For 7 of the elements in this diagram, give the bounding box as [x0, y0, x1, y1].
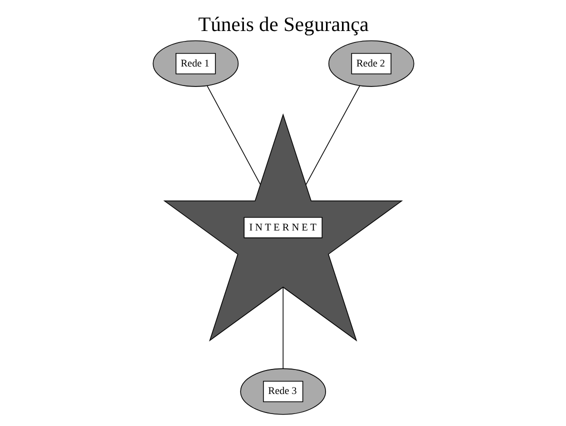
- connector: [305, 85, 360, 185]
- node-ellipse: Rede 2: [328, 40, 414, 87]
- connector: [206, 85, 260, 185]
- node-ellipse: Rede 1: [152, 40, 238, 87]
- connector: [282, 286, 283, 370]
- diagram-title: Túneis de Segurança: [198, 14, 368, 36]
- node-ellipse: Rede 3: [240, 368, 326, 415]
